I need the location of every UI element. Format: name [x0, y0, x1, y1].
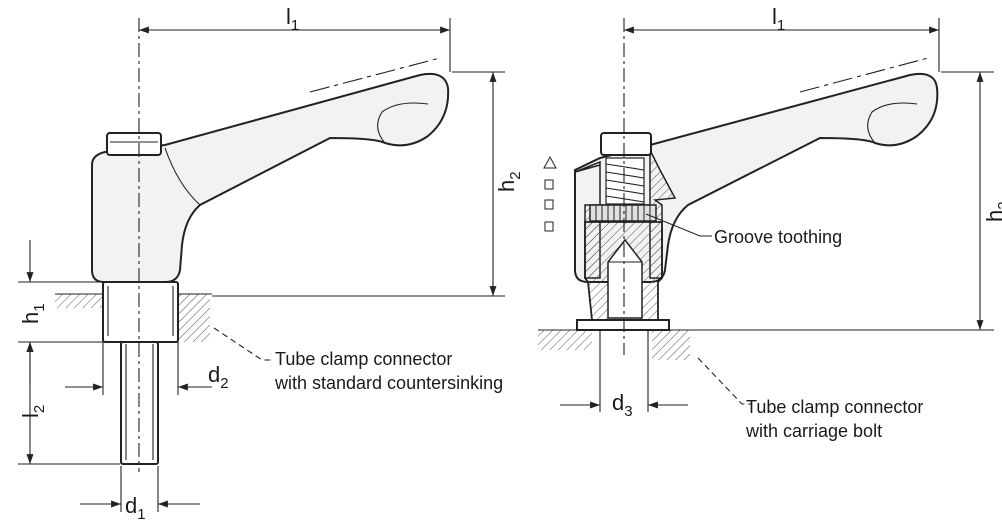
- left-threaded-collar: [102, 281, 179, 343]
- right-bore: [607, 238, 643, 319]
- left-note-line1: Tube clamp connector: [275, 349, 452, 369]
- left-dim-l2: l2: [18, 405, 48, 418]
- right-dim-l1: l1: [772, 4, 785, 34]
- left-dim-d1: d1: [125, 493, 146, 523]
- left-ground-hatching: [55, 293, 212, 342]
- right-view: [538, 18, 994, 412]
- right-screw-head: [600, 132, 652, 156]
- left-view: [18, 18, 505, 512]
- left-dim-l1: l1: [286, 4, 299, 34]
- left-note-line2: with standard countersinking: [274, 373, 503, 393]
- right-groove-label: Groove toothing: [714, 227, 842, 247]
- right-base-plate: [576, 319, 670, 331]
- left-dim-h1: h1: [18, 303, 48, 324]
- right-dim-h2: h2: [982, 201, 1002, 222]
- right-groove-toothing: [589, 204, 657, 222]
- right-ground-hatching: [538, 329, 690, 360]
- right-adjust-marks: [543, 155, 557, 232]
- right-dim-d3: d3: [612, 390, 633, 420]
- right-note-line1: Tube clamp connector: [746, 397, 923, 417]
- right-spring: [605, 157, 645, 205]
- left-dim-d2: d2: [208, 362, 229, 392]
- left-dim-h2: h2: [494, 171, 524, 192]
- right-note-line2: with carriage bolt: [745, 421, 882, 441]
- left-screw-head: [106, 132, 162, 156]
